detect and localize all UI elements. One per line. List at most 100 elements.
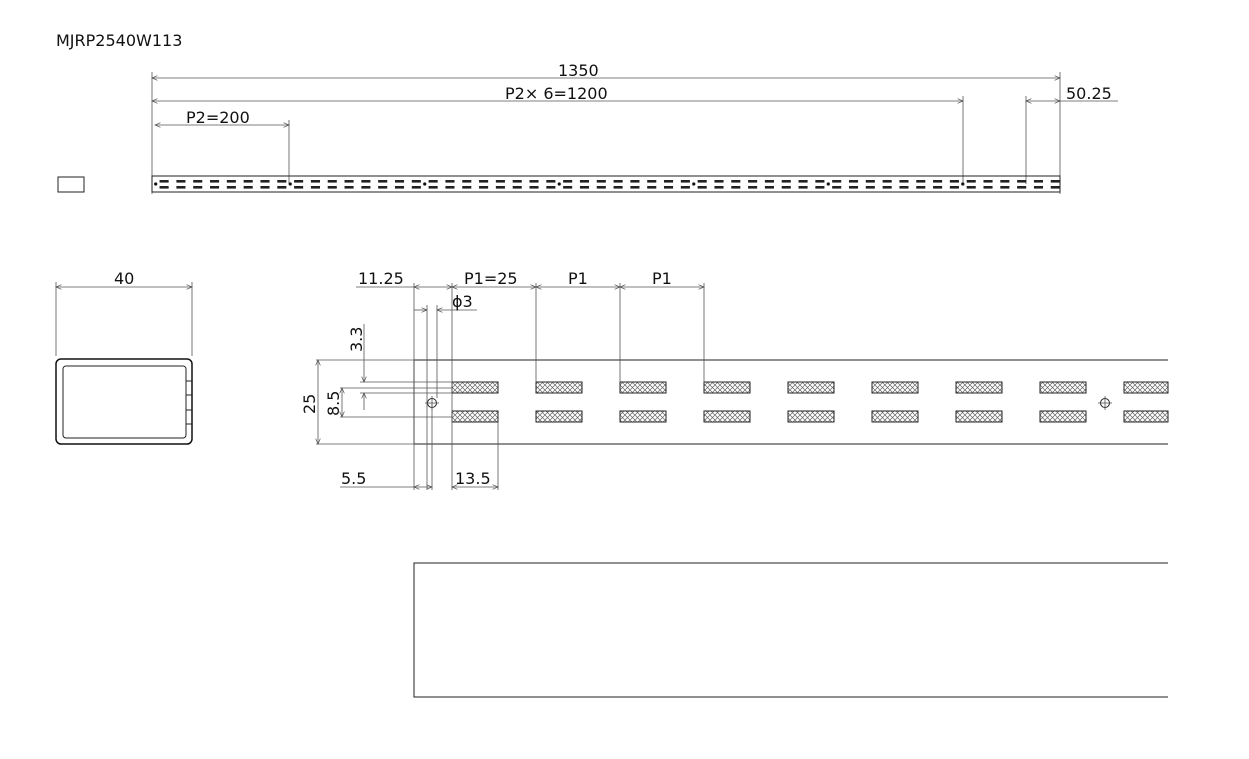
slot <box>832 186 842 189</box>
slot <box>411 180 421 183</box>
slot <box>445 186 455 189</box>
slot <box>949 186 959 189</box>
slot <box>445 180 455 183</box>
mount-hole <box>154 182 158 186</box>
slot <box>966 186 976 189</box>
slot <box>512 180 522 183</box>
slot <box>596 186 606 189</box>
mount-hole <box>826 182 830 186</box>
mount-hole <box>288 182 292 186</box>
rail-detail <box>413 359 1168 445</box>
slot <box>563 180 573 183</box>
slot <box>630 186 640 189</box>
slot <box>647 180 657 183</box>
slot <box>697 186 707 189</box>
dim-slot-length: 13.5 <box>455 469 491 488</box>
slot <box>714 186 724 189</box>
dim-hole-diameter: ϕ3 <box>452 292 473 311</box>
dim-total-length: 1350 <box>558 61 599 80</box>
mount-hole <box>557 182 561 186</box>
slot <box>260 186 270 189</box>
slot <box>310 186 320 189</box>
slot <box>512 186 522 189</box>
slot <box>748 186 758 189</box>
slot <box>871 410 919 423</box>
detail-view: 11.25 P1=25 P1 P1 ϕ3 25 3.3 8.5 5.5 13.5 <box>300 269 1169 490</box>
slot <box>210 180 220 183</box>
slot <box>394 186 405 189</box>
slot <box>451 410 499 423</box>
section-inner <box>62 365 187 439</box>
dim-height: 25 <box>300 394 319 414</box>
slot <box>361 186 371 189</box>
slot <box>277 186 287 189</box>
slot <box>832 180 842 183</box>
slot <box>1050 180 1060 183</box>
slot <box>703 381 751 394</box>
slot <box>159 186 169 189</box>
slot <box>596 180 606 183</box>
slot <box>1017 180 1027 183</box>
slot <box>815 186 825 189</box>
slot <box>277 180 287 183</box>
slot <box>848 180 859 183</box>
section-symbol <box>57 176 85 193</box>
dim-slot-gap: 3.3 <box>347 327 366 352</box>
mount-hole <box>961 182 965 186</box>
slot <box>787 381 835 394</box>
dim-p1-a: P1 <box>568 269 588 288</box>
slot <box>815 180 825 183</box>
cross-section-view: 40 <box>56 269 192 445</box>
slot <box>344 186 354 189</box>
slot <box>428 180 438 183</box>
slot <box>1123 410 1169 423</box>
slot <box>703 410 751 423</box>
slot <box>243 180 253 183</box>
slot <box>1033 180 1044 183</box>
slot <box>479 180 489 183</box>
slot <box>579 186 590 189</box>
overview-view: 1350 P2× 6=1200 P2=200 50.25 <box>57 61 1118 194</box>
slot <box>798 180 808 183</box>
slot <box>848 186 859 189</box>
slot <box>1000 180 1010 183</box>
slot <box>479 186 489 189</box>
slot <box>647 186 657 189</box>
slot <box>955 410 1003 423</box>
mount-hole <box>423 182 427 186</box>
slot <box>933 180 943 183</box>
rail-overview <box>151 175 1061 193</box>
slot <box>871 381 919 394</box>
slot <box>983 186 993 189</box>
slot <box>462 186 472 189</box>
slot <box>462 180 472 183</box>
slot <box>495 186 505 189</box>
slot <box>899 180 909 183</box>
slot <box>535 410 583 423</box>
slot <box>916 180 926 183</box>
slot <box>535 381 583 394</box>
slot <box>193 186 203 189</box>
slot <box>949 180 959 183</box>
slot <box>327 186 337 189</box>
slot <box>865 186 875 189</box>
slot <box>933 186 943 189</box>
side-view <box>413 562 1168 698</box>
slot <box>294 180 304 183</box>
slot <box>955 381 1003 394</box>
dim-first-offset: 11.25 <box>358 269 404 288</box>
slot <box>1123 381 1169 394</box>
slot <box>619 381 667 394</box>
slot <box>451 381 499 394</box>
slot <box>563 186 573 189</box>
slot <box>664 186 674 189</box>
slot <box>731 180 741 183</box>
slot <box>1033 186 1044 189</box>
slot <box>664 180 674 183</box>
slot <box>781 180 791 183</box>
slot <box>529 186 539 189</box>
slot <box>787 410 835 423</box>
slot <box>260 180 270 183</box>
slot <box>983 180 993 183</box>
